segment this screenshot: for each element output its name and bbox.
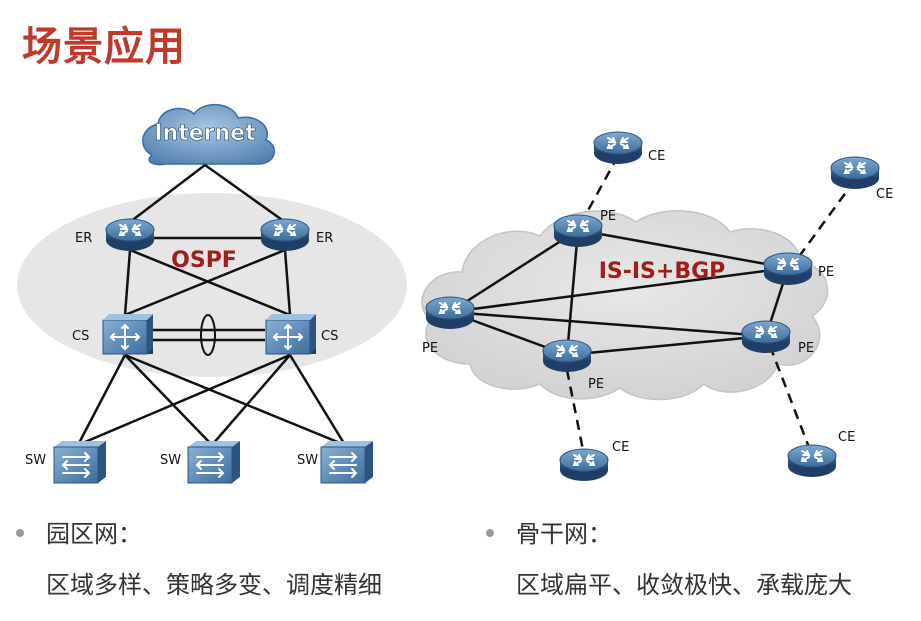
internet-cloud — [142, 104, 276, 166]
link-aggregation-mark — [200, 314, 216, 356]
ce-router-top-right — [830, 156, 880, 190]
sw-switch-3 — [320, 440, 374, 484]
pe-router-bottom — [542, 339, 592, 373]
pe-router-right — [763, 252, 813, 286]
sw-switch-1 — [53, 440, 107, 484]
pe-label-left: PE — [422, 341, 438, 356]
campus-bullet-title: 园区网： — [46, 520, 142, 548]
backbone-bullet-title: 骨干网： — [516, 520, 612, 548]
ce-label-bottom-right: CE — [838, 430, 855, 445]
isis-bgp-label: IS-IS+BGP — [599, 259, 726, 284]
cs-switch-right — [265, 313, 317, 355]
pe-router-top — [553, 214, 603, 248]
ce-router-bottom-right — [787, 444, 837, 478]
ce-router-bottom — [559, 448, 609, 482]
page-title: 场景应用 — [22, 24, 186, 70]
internet-label: Internet — [154, 121, 256, 146]
campus-bullet-desc: 区域多样、策略多变、调度精细 — [46, 571, 382, 599]
ce-links — [565, 155, 857, 456]
cs-switch-left — [102, 313, 154, 355]
cs-label-left: CS — [72, 329, 89, 344]
pe-label-top: PE — [600, 209, 616, 224]
pe-router-left — [425, 296, 475, 330]
cs-label-right: CS — [321, 329, 338, 344]
sw-label-2: SW — [160, 453, 181, 468]
ce-router-top — [593, 131, 643, 165]
bullet-dot-campus — [16, 529, 24, 537]
sw-switch-2 — [187, 440, 241, 484]
sw-label-3: SW — [297, 453, 318, 468]
er-router-right — [260, 218, 310, 252]
ospf-label: OSPF — [171, 248, 237, 273]
pe-router-bottom-right — [741, 320, 791, 354]
er-label-left: ER — [75, 231, 92, 246]
ce-label-top: CE — [648, 149, 665, 164]
ce-label-top-right: CE — [876, 187, 893, 202]
pe-label-bottom-right: PE — [798, 341, 814, 356]
campus-links — [76, 163, 347, 447]
sw-label-1: SW — [25, 453, 46, 468]
er-label-right: ER — [316, 231, 333, 246]
pe-label-right: PE — [818, 265, 834, 280]
bullet-dot-backbone — [486, 529, 494, 537]
backbone-bullet-desc: 区域扁平、收敛极快、承载庞大 — [516, 571, 852, 599]
pe-label-bottom: PE — [588, 377, 604, 392]
er-router-left — [105, 218, 155, 252]
ce-label-bottom: CE — [612, 440, 629, 455]
